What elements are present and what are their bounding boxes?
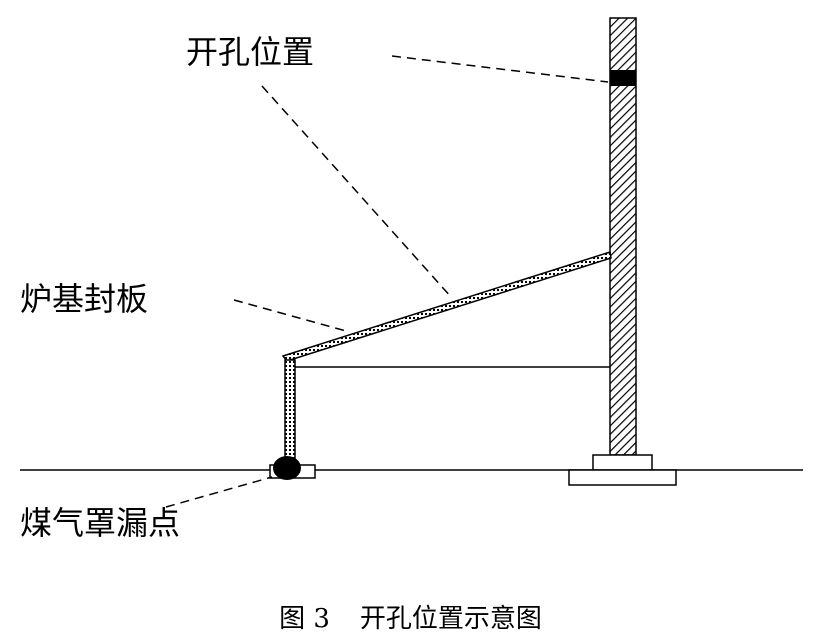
short-post <box>284 359 296 461</box>
leader-hole-position <box>391 55 609 83</box>
sealing-plate <box>281 251 612 362</box>
label-base-sealing-plate: 炉基封板 <box>20 280 149 318</box>
figure-caption: 图 3 开孔位置示意图 <box>0 606 821 632</box>
hole-marker <box>610 70 636 86</box>
wall-footing-lower <box>568 469 677 486</box>
label-hole-position: 开孔位置 <box>186 33 315 71</box>
figure-number: 图 3 <box>279 604 330 634</box>
leader-plate-from-hole <box>261 85 453 299</box>
wall-footing-upper <box>592 454 653 471</box>
label-gas-hood-leak: 煤气罩漏点 <box>20 504 181 542</box>
leak-point-blob <box>273 456 301 480</box>
leader-gas-leak <box>165 476 273 508</box>
figure-title: 开孔位置示意图 <box>359 604 542 634</box>
leader-sealing-plate <box>233 299 347 332</box>
